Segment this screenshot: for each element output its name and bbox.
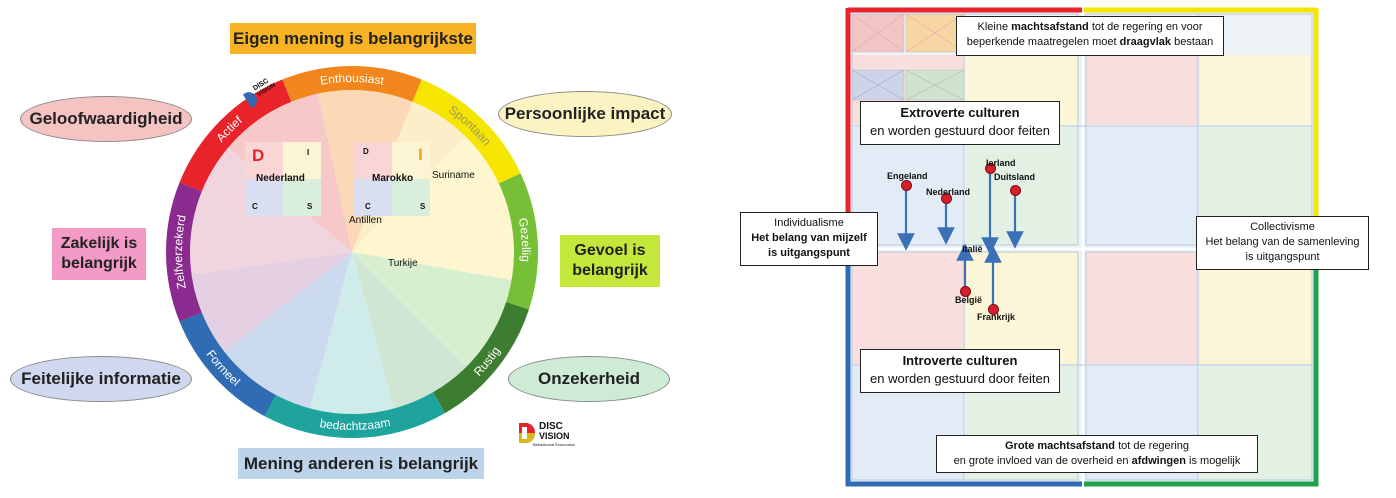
ring-rustig (433, 302, 529, 414)
grote-bold1: Grote machtsafstand (1004, 440, 1116, 452)
wheel-interior-8 (191, 252, 352, 352)
introvert-title: Introverte culturen (902, 353, 1018, 368)
logo-line2: VISION (539, 431, 570, 441)
place-antillen: Antillen (349, 215, 382, 226)
ring-enthousiast (282, 66, 422, 102)
grid-ma-s: S (420, 202, 426, 211)
oval-geloofwaardigheid: Geloofwaardigheid (20, 96, 192, 142)
ring-label-bedachtzaam: bedachtzaam (319, 415, 392, 433)
ring-formeel (179, 312, 276, 417)
grid-nl-name: Nederland (256, 173, 305, 184)
collectivisme-line3: is uitgangspunt (1245, 251, 1320, 263)
box-kleine-machtsafstand: Kleine machtsafstand tot de regering en … (956, 16, 1224, 56)
wheel-interior-3 (352, 137, 514, 281)
grote-normal2: en grote invloed van de overheid en (953, 455, 1132, 467)
country-nederland: Nederland (926, 187, 971, 197)
collectivisme-line1: Collectivisme (1250, 221, 1315, 233)
wheel-interior-4 (352, 252, 512, 367)
oval-persoonlijke-impact: Persoonlijke impact (498, 91, 672, 137)
kleine-normal3: bestaan (1171, 36, 1214, 48)
individualisme-line1: Individualisme (774, 217, 844, 229)
dot-nederland (941, 193, 952, 204)
country-frankrijk: Frankrijk (977, 312, 1016, 322)
grid-marokko: D I C S Marokko (354, 142, 430, 216)
place-turkije: Turkije (388, 258, 418, 269)
country-engeland: Engeland (887, 171, 928, 181)
individualisme-line2: Het belang van mijzelf (751, 232, 867, 244)
grote-normal1: tot de regering (1115, 440, 1190, 452)
dot-duitsland (1010, 185, 1021, 196)
place-suriname: Suriname (432, 170, 475, 181)
extrovert-sub: en worden gestuurd door feiten (870, 123, 1050, 138)
grote-normal3: is mogelijk (1185, 455, 1241, 467)
ring-zelfverzekerd (166, 182, 202, 322)
grid-ma-name: Marokko (372, 173, 414, 184)
box-grote-machtsafstand: Grote machtsafstand tot de regering en g… (936, 435, 1258, 473)
dot-belgie (960, 286, 971, 297)
collectivisme-line2: Het belang van de samenleving (1205, 236, 1360, 248)
wheel-interior-5 (352, 252, 467, 409)
grid-nl-c: C (252, 202, 258, 211)
ring-label-zelfverzekerd: Zelfverzekerd (171, 214, 189, 291)
ring-gezellig (498, 173, 538, 310)
box-individualisme: Individualisme Het belang van mijzelf is… (740, 212, 878, 266)
grid-nl-i: I (307, 148, 310, 157)
grid-nl-d: D (252, 146, 265, 165)
tag-zakelijk: Zakelijk is belangrijk (52, 228, 146, 280)
box-extroverte-culturen: Extroverte culturen en worden gestuurd d… (860, 101, 1060, 145)
ring-label-enthousiast: Enthousiast (319, 71, 386, 88)
extrovert-title: Extroverte culturen (900, 105, 1020, 120)
wheel-interior-6 (310, 252, 394, 414)
box-collectivisme: Collectivisme Het belang van de samenlev… (1196, 216, 1369, 270)
dot-engeland (901, 180, 912, 191)
individualisme-line3: is uitgangspunt (768, 247, 850, 259)
grid-ma-i: I (418, 145, 423, 164)
grid-ma-c: C (365, 202, 371, 211)
introvert-sub: en worden gestuurd door feiten (870, 371, 1050, 386)
logo-line3: Behavioural Economics (533, 442, 575, 447)
grid-nederland: D I C S Nederland (245, 142, 321, 216)
oval-onzekerheid: Onzekerheid (508, 356, 670, 402)
grid-nl-s: S (307, 202, 313, 211)
dot-ierland (985, 163, 996, 174)
bottom-label: Mening anderen is belangrijk (238, 448, 484, 479)
ring-actief (179, 79, 292, 192)
logo-line1: DISC (539, 421, 563, 432)
disc-wheel: EnthousiastSpontaanGezelligRustigbedacht… (166, 66, 538, 439)
grote-bold2: afdwingen (1131, 455, 1186, 467)
grid-ma-d: D (363, 147, 369, 156)
kleine-normal1: Kleine (977, 21, 1012, 33)
kleine-bold2: draagvlak (1119, 36, 1172, 48)
disc-vision-logo: DISC VISION Behavioural Economics (517, 420, 581, 450)
country-duitsland: Duitsland (994, 172, 1036, 182)
top-label: Eigen mening is belangrijkste (230, 23, 476, 54)
country-ierland: Ierland (986, 158, 1016, 168)
wheel-interior-7 (224, 252, 352, 409)
tag-gevoel: Gevoel is belangrijk (560, 235, 660, 287)
ring-label-gezellig: Gezellig (516, 217, 533, 263)
oval-feitelijke-informatie: Feitelijke informatie (10, 356, 192, 402)
ring-bedachtzaam (264, 392, 445, 439)
country-italie: Italië (962, 244, 983, 254)
ring-spontaan (412, 79, 521, 184)
country-belgie: België (955, 295, 983, 305)
kleine-bold1: machtsafstand (1011, 21, 1089, 33)
box-introverte-culturen: Introverte culturen en worden gestuurd d… (860, 349, 1060, 393)
dot-frankrijk (988, 304, 999, 315)
kleine-normal2: tot de regering en voor beperkende maatr… (966, 21, 1203, 48)
